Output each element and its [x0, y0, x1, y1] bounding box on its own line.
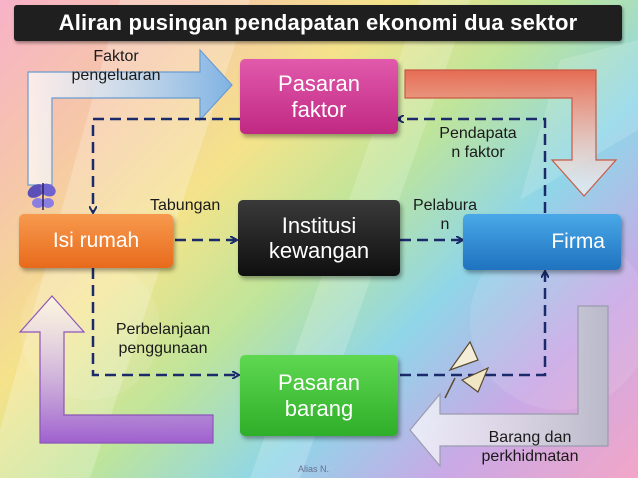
label-pelaburan: Pelabura n	[412, 197, 478, 234]
label-pendapatan-faktor: Pendapata n faktor	[439, 125, 517, 162]
label-perbelanjaan: Perbelanjaan penggunaan	[115, 321, 211, 358]
bent-arrow-barang	[409, 305, 609, 468]
bent-arrow-perbelanjaan	[18, 295, 214, 444]
title-banner: Aliran pusingan pendapatan ekonomi dua s…	[14, 5, 622, 41]
label-barang: Barang dan perkhidmatan	[481, 429, 579, 466]
butterfly-icon	[27, 183, 56, 210]
node-pasaran-barang: Pasaran barang	[240, 355, 398, 436]
dashed-firma-to-faktor	[398, 119, 547, 213]
node-institusi-kewangan: Institusi kewangan	[238, 200, 400, 276]
author-credit: Alias N.	[298, 464, 330, 474]
dashed-isi-rumah-to-barang	[91, 268, 238, 375]
bent-arrow-faktor-pengeluaran	[27, 48, 233, 186]
dashed-faktor-to-isi-rumah	[93, 117, 240, 212]
label-faktor-pengeluaran: Faktor pengeluaran	[71, 48, 161, 85]
swallowtail-butterfly-icon	[444, 340, 490, 399]
dashed-barang-to-firma	[400, 272, 545, 377]
node-firma: Firma	[463, 214, 621, 270]
bent-arrow-pendapatan-faktor	[404, 69, 618, 197]
diagram-title: Aliran pusingan pendapatan ekonomi dua s…	[58, 10, 578, 35]
label-tabungan: Tabungan	[150, 197, 221, 214]
node-pasaran-faktor: Pasaran faktor	[240, 59, 398, 134]
node-isi-rumah: Isi rumah	[19, 214, 173, 268]
